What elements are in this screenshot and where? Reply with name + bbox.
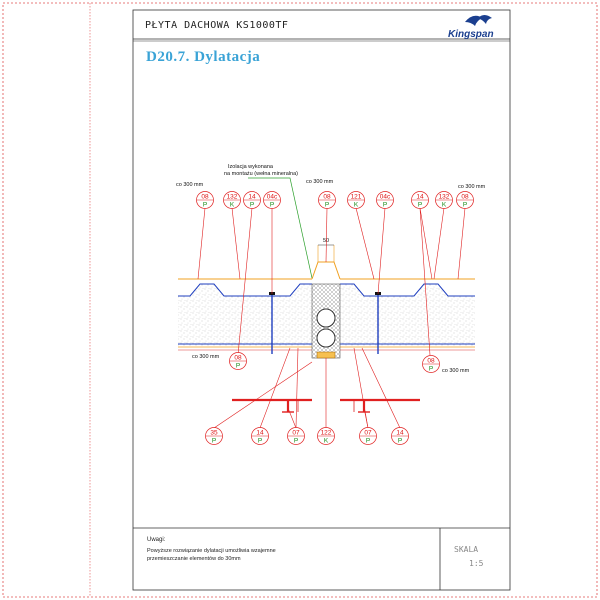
bubble-top-4-num: 04c	[267, 194, 278, 201]
bubble-mid-1-letter: P	[236, 363, 240, 370]
spacing-label-top-left: co 300 mm	[176, 182, 204, 188]
bubble-mid-2-letter: P	[429, 366, 433, 373]
spacing-label-top-middle: co 300 mm	[306, 179, 334, 185]
bubble-bottom-5: 07 P	[359, 427, 377, 445]
notes-heading: Uwagi:	[147, 537, 166, 543]
insulation-note-line1: Izolacja wykonana	[228, 164, 274, 170]
bubble-bottom-5-letter: P	[366, 438, 370, 445]
bubble-top-1: 08 P	[196, 191, 214, 209]
notes-line-2: przemieszczanie elementów do 30mm	[147, 556, 241, 562]
bubble-top-5: 08 P	[318, 191, 336, 209]
bubble-bottom-3: 07 P	[287, 427, 305, 445]
dimension-label: 50	[323, 238, 329, 244]
panel-core-right	[340, 284, 475, 346]
leader-lines	[197, 207, 466, 429]
bubble-top-1-num: 08	[201, 194, 209, 201]
support-right	[340, 398, 420, 413]
dim-guides	[317, 245, 335, 262]
bubble-top-2-num: 132	[227, 194, 238, 201]
bubble-bottom-3-letter: P	[294, 438, 298, 445]
bubble-top-4-letter: P	[270, 202, 274, 209]
bubble-bottom-3-num: 07	[292, 430, 300, 437]
bubble-bottom-2-letter: P	[258, 438, 262, 445]
bubble-bottom-4: 122 K	[317, 427, 335, 445]
bubble-top-5-letter: P	[325, 202, 329, 209]
panel-core-left	[178, 284, 312, 346]
bubble-bottom-1-letter: P	[212, 438, 216, 445]
bubble-bottom-1: 35 P	[205, 427, 223, 445]
spacing-label-mid-right: co 300 mm	[442, 368, 470, 374]
bubble-bottom-5-num: 07	[364, 430, 372, 437]
bubble-bottom-2: 14 P	[251, 427, 269, 445]
bubble-top-3-letter: P	[250, 202, 254, 209]
notes-line-1: Powyższe rozwiązanie dylatacji umożliwia…	[147, 548, 276, 554]
backer-rod-lower	[316, 328, 336, 348]
bubble-top-10: 08 P	[456, 191, 474, 209]
kingspan-logo: Kingspan	[448, 15, 494, 40]
bubble-top-9: 132 K	[435, 191, 453, 209]
bubble-top-5-num: 08	[323, 194, 331, 201]
bubble-bottom-2-num: 14	[256, 430, 264, 437]
bubble-bottom-6-num: 14	[396, 430, 404, 437]
scale-label: SKALA	[454, 545, 478, 554]
bubble-bottom-1-num: 35	[210, 430, 218, 437]
scale-value: 1:5	[469, 559, 484, 568]
bubble-top-7: 04c P	[376, 191, 394, 209]
bubble-top-6-num: 121	[351, 194, 362, 201]
bubble-top-8: 14 P	[411, 191, 429, 209]
insulation-leader	[248, 177, 313, 279]
bubble-bottom-4-letter: K	[324, 438, 329, 445]
support-left	[232, 398, 312, 413]
bubble-top-8-letter: P	[418, 202, 422, 209]
logo-text: Kingspan	[448, 29, 494, 40]
bubble-top-9-letter: K	[442, 202, 447, 209]
joint-seal	[316, 351, 336, 359]
bubble-bottom-6-letter: P	[398, 438, 402, 445]
backer-rod-upper	[316, 308, 336, 328]
drawing-frame	[132, 9, 511, 591]
sheet-title: PŁYTA DACHOWA KS1000TF	[145, 20, 288, 31]
bubble-top-8-num: 14	[416, 194, 424, 201]
bubble-top-2: 132 K	[223, 191, 241, 209]
bubble-top-6-letter: K	[354, 202, 359, 209]
bubble-top-10-num: 08	[461, 194, 469, 201]
bubble-top-7-letter: P	[383, 202, 387, 209]
detail-drawing: 50	[176, 164, 486, 445]
bubble-top-1-letter: P	[203, 202, 207, 209]
spacing-label-top-right: co 300 mm	[458, 184, 486, 190]
flashing-ridge	[311, 261, 341, 280]
bubble-top-10-letter: P	[463, 202, 467, 209]
bubble-top-6: 121 K	[347, 191, 365, 209]
top-sheet-right	[340, 283, 475, 297]
bubble-top-2-letter: K	[230, 202, 235, 209]
bubble-top-3-num: 14	[248, 194, 256, 201]
bubble-mid-2: 08 P	[422, 355, 440, 373]
top-sheet-left	[178, 283, 312, 297]
bubble-mid-1-num: 08	[234, 355, 242, 362]
insulation-note-line2: na montażu (wełna mineralna)	[224, 171, 298, 177]
bubble-bottom-4-num: 122	[321, 430, 332, 437]
bubble-top-3: 14 P	[243, 191, 261, 209]
bubble-mid-2-num: 08	[427, 358, 435, 365]
section-title: D20.7. Dylatacja	[146, 49, 260, 65]
spacing-label-mid-left: co 300 mm	[192, 354, 220, 360]
bubble-bottom-6: 14 P	[391, 427, 409, 445]
bubble-top-4: 04c P	[263, 191, 281, 209]
bubble-mid-1: 08 P	[229, 352, 247, 370]
bubble-top-7-num: 04c	[380, 194, 391, 201]
bubble-top-9-num: 132	[439, 194, 450, 201]
